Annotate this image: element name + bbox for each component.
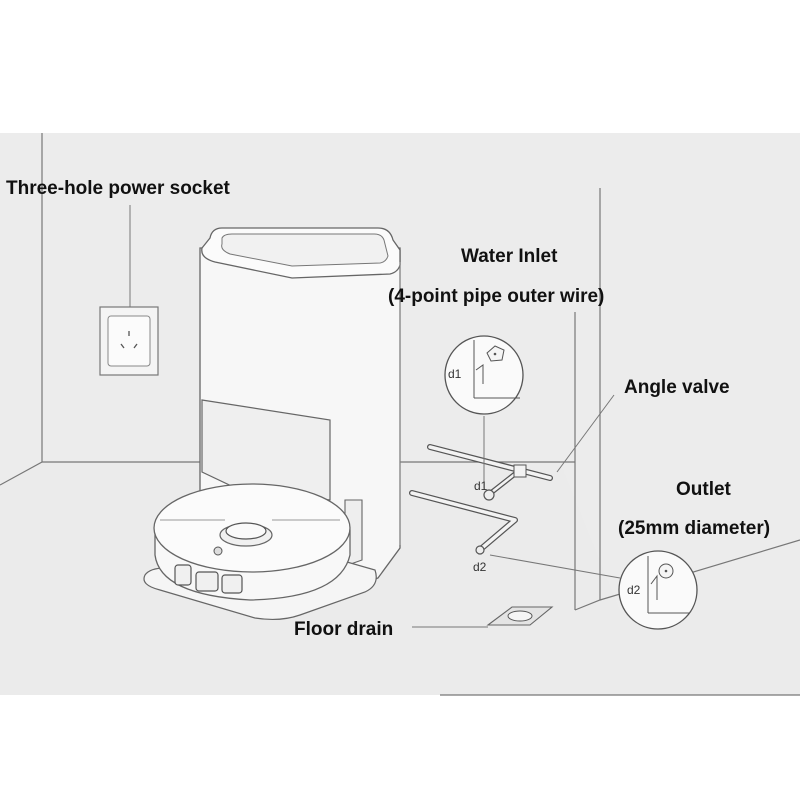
- robot-bumper-left: [174, 564, 192, 586]
- floor-drain: [412, 606, 554, 628]
- d2-pipe-label: d2: [473, 560, 487, 574]
- power-socket: [99, 205, 159, 376]
- d1-pentagon-center: [493, 352, 497, 356]
- d2-detail-callout: d2 d2: [473, 550, 698, 630]
- d2-round-pipe-center: [664, 569, 668, 573]
- d1-detail-circle: [444, 335, 524, 415]
- floor-drain-hole: [507, 610, 533, 622]
- socket-hole-left: [120, 343, 125, 349]
- outlet-spec-label: (25mm diameter): [618, 518, 771, 539]
- socket-holes-icon: [120, 331, 138, 349]
- d1-detail-callout: d1 d1: [444, 335, 524, 493]
- robot-sensor-left: [195, 571, 219, 592]
- base-station-lid-inner: [221, 233, 389, 267]
- socket-face: [107, 315, 151, 367]
- robot-button: [213, 546, 223, 556]
- socket-hole-right: [133, 343, 138, 349]
- inlet-pipe-inner: [428, 445, 552, 480]
- water-inlet-label: Water Inlet: [461, 246, 558, 267]
- angle-valve-body: [513, 464, 527, 478]
- d2-detail-pipe: [650, 574, 658, 600]
- angle-valve-label: Angle valve: [624, 377, 730, 398]
- outlet-pipe-end: [475, 545, 485, 555]
- robot-vacuum: [153, 483, 351, 601]
- power-socket-label: Three-hole power socket: [6, 178, 230, 199]
- side-wall-floor-edge: [574, 539, 800, 611]
- outlet-pipe-inner: [410, 491, 517, 550]
- water-inlet-spec-label: (4-point pipe outer wire): [388, 286, 605, 307]
- inlet-valve-outlet: [483, 489, 495, 501]
- d2-detail-label: d2: [627, 583, 641, 597]
- water-inlet-pipe: [427, 394, 615, 501]
- robot-lidar: [225, 522, 267, 540]
- outlet-label: Outlet: [676, 479, 731, 500]
- d2-detail-circle: [618, 550, 698, 630]
- outlet-leader-line: [489, 554, 621, 579]
- outlet-pipe: [409, 490, 621, 579]
- d1-detail-pipe: [475, 364, 484, 384]
- d1-pipe-label: d1: [474, 479, 488, 493]
- d1-detail-label: d1: [448, 367, 462, 381]
- robot-sensor-right: [221, 574, 243, 594]
- angle-valve-leader-line: [556, 394, 615, 473]
- floor-drain-label: Floor drain: [294, 619, 394, 640]
